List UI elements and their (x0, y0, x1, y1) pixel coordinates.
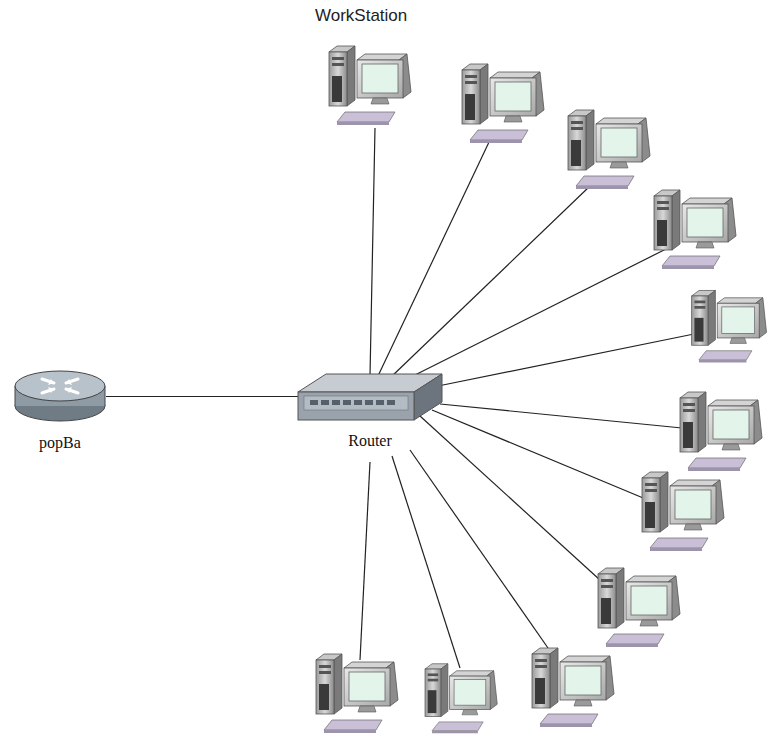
device-icon (296, 372, 444, 422)
device-label: popBa (37, 434, 83, 452)
switch-node: Router (296, 372, 444, 422)
link-line (106, 396, 298, 397)
device-icon (12, 368, 108, 424)
router-node: popBa (12, 368, 108, 424)
device-label: Router (346, 432, 394, 450)
group-label: WorkStation (315, 6, 407, 26)
